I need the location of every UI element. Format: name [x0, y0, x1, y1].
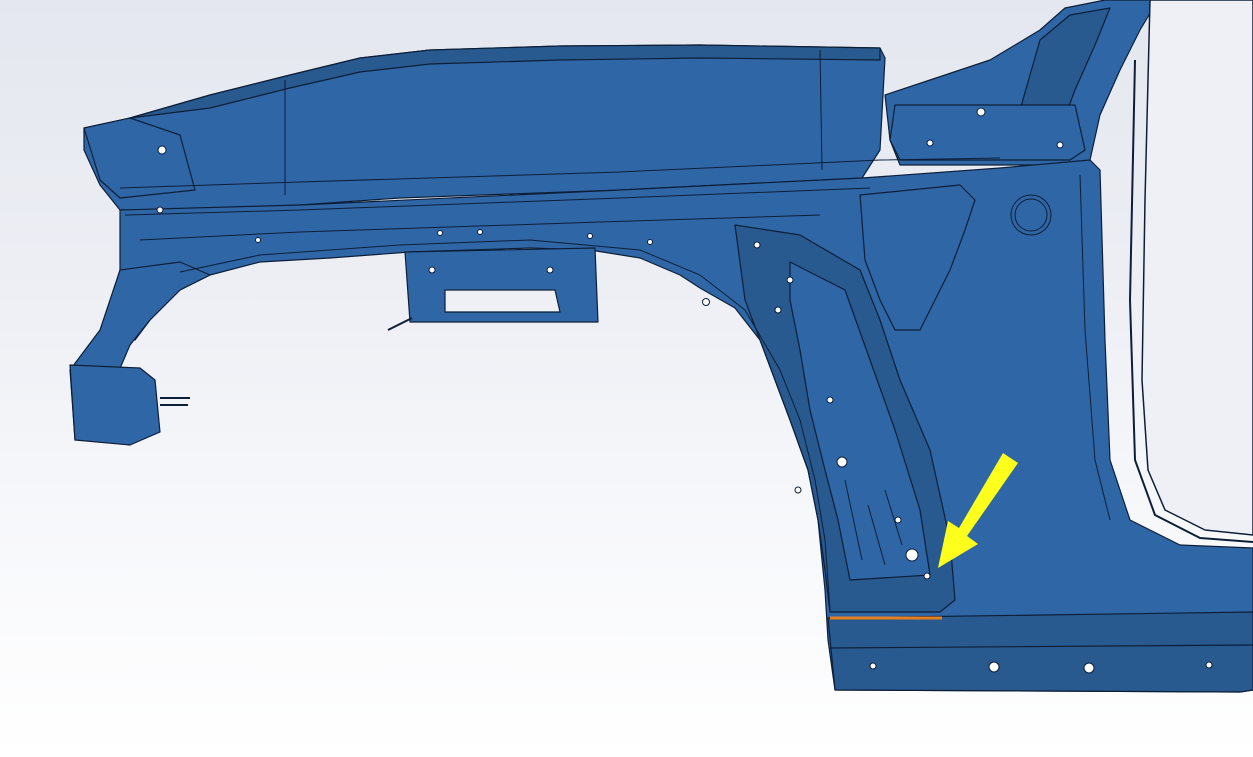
fender-top-strip — [129, 44, 881, 119]
mount-hole — [477, 229, 483, 235]
mount-hole — [869, 662, 877, 670]
brace-slot-2 — [867, 504, 886, 566]
mount-hole — [826, 396, 834, 404]
rocker-sill[interactable] — [827, 611, 1253, 693]
inner-gusset[interactable] — [859, 184, 976, 331]
cowl-bracket[interactable] — [889, 104, 1086, 161]
annotation-arrow — [938, 453, 1018, 568]
mount-hole — [156, 206, 164, 214]
panel-vertical-line — [1079, 174, 1111, 521]
brace-inner-panel — [789, 261, 931, 581]
fender-seam-2 — [819, 49, 823, 171]
mount-hole — [587, 233, 593, 239]
mount-hole — [437, 230, 443, 236]
front-bracket[interactable] — [69, 364, 161, 446]
mount-hole — [428, 266, 436, 274]
character-line-2 — [124, 187, 871, 216]
mount-hole — [255, 237, 261, 243]
mount-hole — [894, 516, 902, 524]
mount-hole — [836, 456, 848, 468]
door-opening-edge — [1129, 59, 1253, 543]
mount-hole — [774, 306, 782, 314]
mount-hole — [926, 139, 934, 147]
mount-hole — [647, 239, 653, 245]
wheel-arch-edge — [179, 239, 831, 611]
mount-hole — [923, 572, 931, 580]
mount-hole — [786, 276, 794, 284]
apron-rod — [387, 317, 413, 331]
mount-hole — [1083, 662, 1095, 674]
mount-hole — [1056, 141, 1064, 149]
mount-hole — [905, 548, 919, 562]
mount-hole — [794, 486, 802, 494]
mount-hole — [157, 145, 167, 155]
apron-bracket-slot — [444, 289, 561, 313]
headlamp-mount[interactable] — [83, 117, 196, 199]
mount-hole — [988, 661, 1000, 673]
mount-hole — [753, 241, 761, 249]
mount-hole — [1014, 198, 1048, 232]
door-opening-background — [1141, 0, 1253, 536]
character-line-1 — [119, 157, 1001, 189]
mount-hole — [702, 298, 710, 306]
mount-hole — [976, 107, 986, 117]
mount-hole — [1205, 661, 1213, 669]
mount-hole — [546, 266, 554, 274]
character-line-3 — [139, 214, 821, 241]
brace-slot-3 — [884, 489, 903, 546]
wheelhouse-panel[interactable] — [119, 159, 1253, 693]
sill-edge-line — [829, 644, 1253, 649]
brace-slot-1 — [844, 479, 863, 561]
